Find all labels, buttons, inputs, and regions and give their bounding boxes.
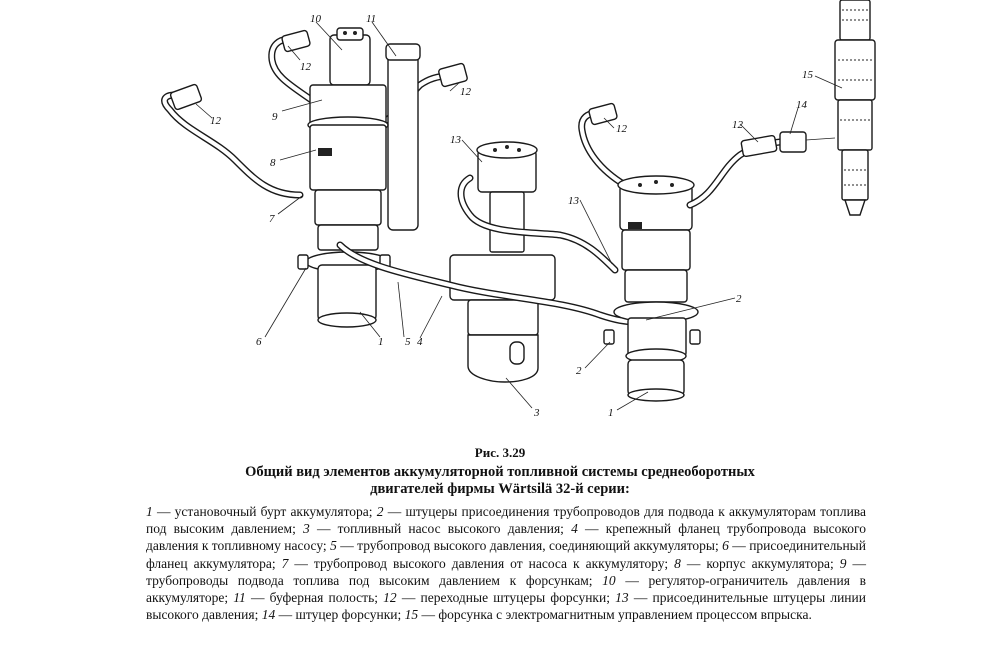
- legend-number: 3: [303, 521, 310, 537]
- legend-text: — трубопровод высокого давления, соединя…: [336, 538, 723, 554]
- callout-3: 3: [533, 407, 540, 419]
- callout-11: 11: [366, 13, 376, 25]
- legend-number: 1: [146, 504, 153, 519]
- legend-text: — крепежный фланец трубопровода высокого…: [146, 521, 866, 554]
- legend-number: 9: [839, 555, 847, 571]
- callout-14: 14: [796, 99, 808, 111]
- callout-12: 12: [460, 86, 472, 98]
- legend-number: 11: [233, 590, 246, 606]
- callout-13: 13: [568, 195, 580, 207]
- legend-number: 6: [722, 538, 729, 554]
- injector-fitting-14: [779, 131, 807, 153]
- collar-1: [317, 264, 377, 321]
- legend-text: — буферная полость;: [245, 590, 384, 606]
- callout-2: 2: [736, 293, 742, 305]
- callout-5: 5: [405, 336, 411, 348]
- legend-number: 14: [261, 607, 276, 623]
- legend-number: 4: [571, 521, 578, 537]
- legend-text: — трубопроводы подвода топлива под высок…: [146, 555, 866, 588]
- callout-1: 1: [608, 407, 614, 419]
- callout-13: 13: [450, 134, 462, 146]
- legend-number: 8: [674, 555, 681, 571]
- accumulator-body-right: [621, 229, 691, 271]
- legend-text: — установочный бурт аккумулятора;: [152, 504, 377, 519]
- figure-title-line1: Общий вид элементов аккумуляторной топли…: [245, 464, 755, 480]
- legend-number: 13: [615, 590, 629, 606]
- legend-text: — регулятор-ограничитель давления в акку…: [146, 572, 866, 606]
- legend-text: — присоединительные штуцеры линии высоко…: [146, 590, 866, 623]
- legend-number: 15: [404, 607, 419, 623]
- buffer-cavity-11: [387, 54, 419, 231]
- legend-text: — корпус аккумулятора;: [680, 555, 840, 571]
- figure-number: Рис. 3.29: [474, 445, 526, 460]
- legend-text: — штуцеры присоединения трубопроводов дл…: [146, 504, 866, 537]
- callout-12: 12: [300, 61, 312, 73]
- legend-text: — переходные штуцеры форсунки;: [396, 590, 616, 606]
- callout-12: 12: [616, 123, 628, 135]
- pressure-regulator-10: [329, 34, 371, 86]
- legend-text: — топливный насос высокого давления;: [309, 521, 572, 537]
- callout-12: 12: [210, 115, 222, 127]
- legend-number: 2: [376, 504, 384, 519]
- callout-7: 7: [269, 213, 275, 225]
- fuel-system-illustration: 10 11 12 12 12 9 8 7 6 1 5 4 3 13 13 12 …: [161, 0, 876, 419]
- callout-8: 8: [270, 157, 276, 169]
- callout-15: 15: [802, 69, 814, 81]
- legend-text: — форсунка с электромагнитным управление…: [418, 607, 812, 623]
- figure-legend: 1 — установочный бурт аккумулятора; 2 — …: [146, 503, 866, 623]
- callout-9: 9: [272, 111, 278, 123]
- figure-title-line2: двигателей фирмы Wärtsilä 32-й серии:: [370, 481, 630, 497]
- callout-10: 10: [310, 13, 322, 25]
- legend-text: — трубопровод высокого давления от насос…: [288, 555, 675, 571]
- legend-text: — штуцер форсунки;: [275, 607, 405, 623]
- callout-1: 1: [378, 336, 384, 348]
- accumulator-body-8: [309, 124, 387, 191]
- callout-12: 12: [732, 119, 744, 131]
- figure-title: Общий вид элементов аккумуляторной топли…: [0, 464, 1000, 498]
- pipe-7: [161, 91, 304, 199]
- legend-text: — присоединительный фланец аккумулятора;: [146, 538, 866, 571]
- fitting-12: [169, 83, 203, 111]
- callout-4: 4: [417, 336, 423, 348]
- figure-caption: Рис. 3.29 Общий вид элементов аккумулято…: [0, 445, 1000, 498]
- callout-6: 6: [256, 336, 262, 348]
- callout-2: 2: [576, 365, 582, 377]
- legend-number: 5: [330, 538, 337, 554]
- technical-drawing: 10 11 12 12 12 9 8 7 6 1 5 4 3 13 13 12 …: [161, 0, 876, 419]
- legend-number: 10: [602, 572, 616, 588]
- legend-number: 12: [383, 590, 397, 606]
- hp-pump-3: [467, 334, 539, 383]
- legend-number: 7: [281, 555, 289, 571]
